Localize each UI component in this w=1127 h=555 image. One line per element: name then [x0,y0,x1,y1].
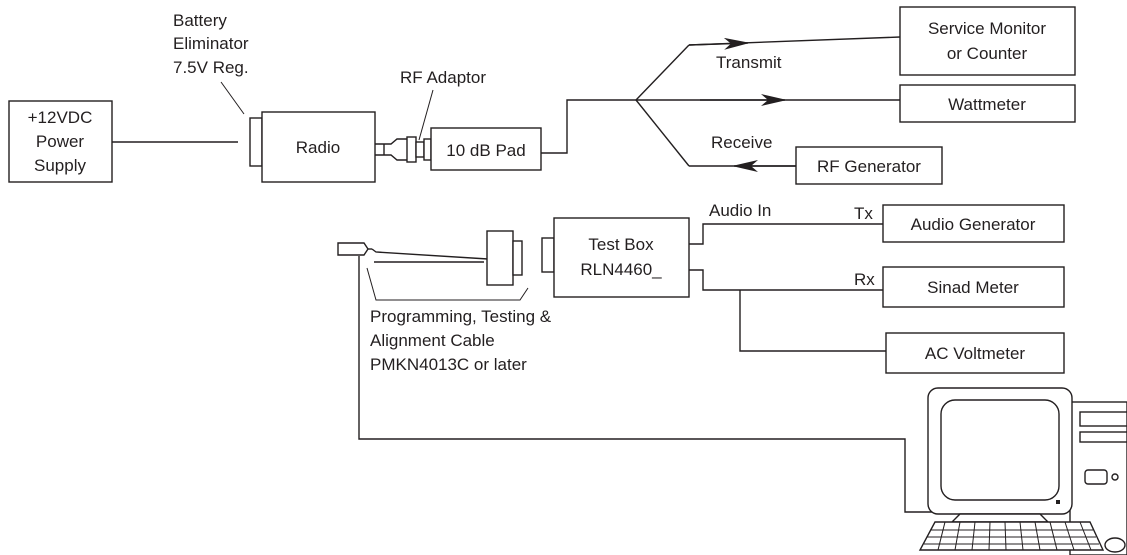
receive-label: Receive [711,133,772,152]
cable-lower-wire [358,256,935,513]
power-supply-label-line2: Power [36,132,85,151]
audio-in-label: Audio In [709,201,771,220]
transmit-arrow [688,37,750,50]
wattmeter-block: Wattmeter [899,84,1076,123]
rf-generator-box [795,146,943,185]
transmit-label: Transmit [716,53,782,72]
audio-generator-label: Audio Generator [911,215,1036,234]
audio-generator-block: Audio Generator [882,204,1065,243]
rf-adaptor-leader [418,89,434,141]
cable-db-connector [486,230,523,286]
ac-voltmeter-box [885,332,1065,374]
ac-voltmeter-block: AC Voltmeter [885,332,1065,374]
battery-eliminator-line3: 7.5V Reg. [173,58,249,77]
sinad-meter-label: Sinad Meter [927,278,1019,297]
tx-label: Tx [854,204,873,223]
cable-label-line3: PMKN4013C or later [370,355,527,374]
cable-upper-wire [371,248,489,260]
test-box-plate [541,237,555,273]
audio-in-line [689,223,883,245]
service-monitor-box [899,6,1076,76]
pad-box [430,127,542,171]
cable-connector-icon [337,242,372,256]
radio-block: Radio [249,111,376,183]
wattmeter-box [899,84,1076,123]
cable-label: Programming, Testing & Alignment Cable P… [370,307,552,374]
service-monitor-line1: Service Monitor [928,19,1046,38]
audio-generator-box [882,204,1065,243]
pad-block: 10 dB Pad [430,127,542,171]
sinad-meter-block: Sinad Meter [882,266,1065,308]
wattmeter-label: Wattmeter [948,95,1026,114]
cable-label-line2: Alignment Cable [370,331,495,350]
battery-eliminator-plate [249,117,263,167]
sinad-meter-box [882,266,1065,308]
ac-voltmeter-label: AC Voltmeter [925,344,1025,363]
rf-generator-block: RF Generator [795,146,943,185]
test-box [553,217,690,298]
power-supply-block: +12VDC Power Supply [8,100,113,183]
radio-label: Radio [296,138,340,157]
power-supply-label-line3: Supply [34,156,86,175]
rf-adaptor-label: RF Adaptor [400,68,486,87]
test-box-line2: RLN4460_ [580,260,662,279]
receive-line [635,99,690,167]
cable-bracket [366,267,529,301]
pad-output-line [541,99,636,154]
ac-voltmeter-line [739,290,886,352]
cable-label-line1: Programming, Testing & [370,307,552,326]
battery-eliminator-line1: Battery [173,11,227,30]
rx-label: Rx [854,270,875,289]
power-supply-label-line1: +12VDC [28,108,93,127]
computer-icon [918,387,1127,555]
battery-eliminator-line2: Eliminator [173,34,249,53]
rx-line [689,269,883,291]
power-supply-box [8,100,113,183]
battery-eliminator-leader [220,81,245,115]
service-monitor-block: Service Monitor or Counter [899,6,1076,76]
test-box-block: Test Box RLN4460_ [541,217,690,298]
service-monitor-line2: or Counter [947,44,1028,63]
rf-generator-label: RF Generator [817,157,921,176]
test-box-line1: Test Box [588,235,654,254]
radio-box [261,111,376,183]
pad-label: 10 dB Pad [446,141,525,160]
rf-connector-icon [375,136,432,163]
transmit-line [635,44,690,101]
battery-eliminator-label: Battery Eliminator 7.5V Reg. [173,11,249,115]
